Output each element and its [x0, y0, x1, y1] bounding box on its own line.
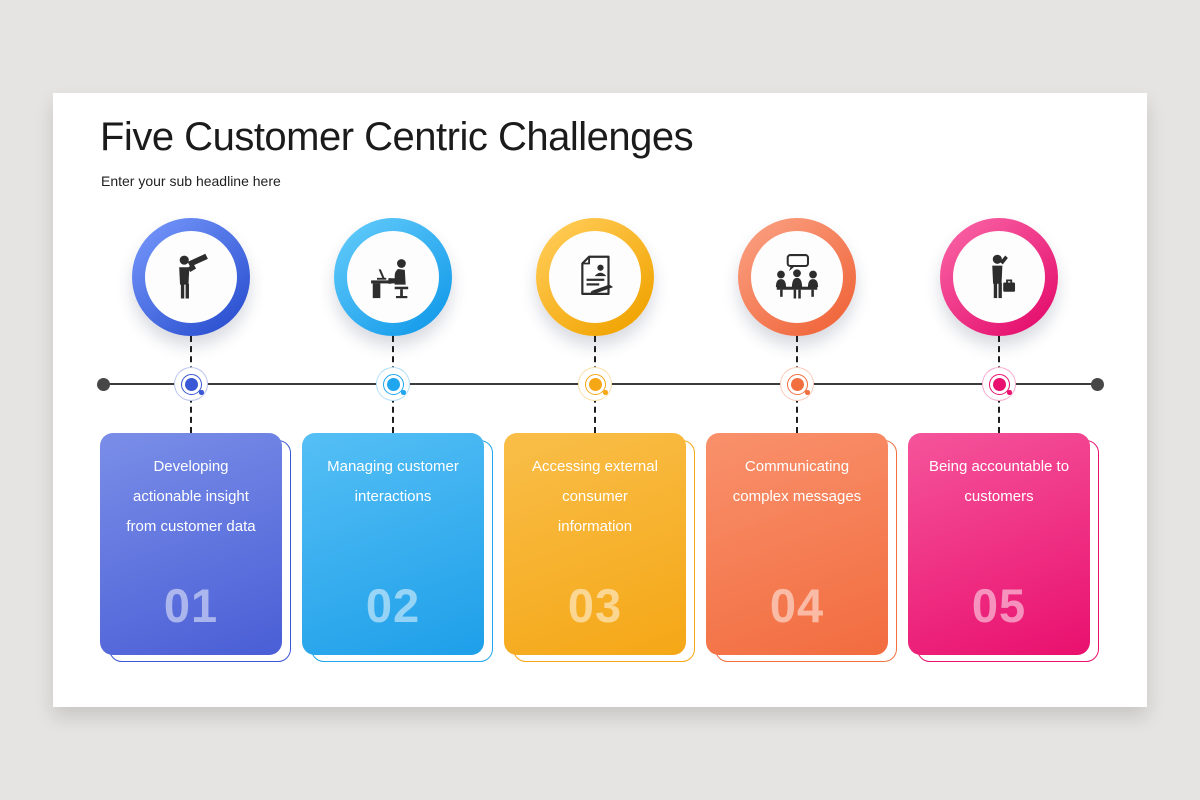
- slide: Five Customer Centric Challenges Enter y…: [53, 93, 1147, 707]
- step-column-5: Being accountable to customers 05: [908, 93, 1099, 707]
- card-number: 02: [365, 579, 421, 632]
- card-number: 03: [567, 579, 623, 632]
- card-label: Developing actionable insight from custo…: [126, 458, 256, 535]
- timeline-endpoint-right: [1090, 377, 1104, 391]
- step-column-1: Developing actionable insight from custo…: [100, 93, 291, 707]
- step-circle: [334, 218, 452, 336]
- step-circle: [132, 218, 250, 336]
- timeline-endpoint-left: [96, 377, 110, 391]
- challenge-card: Developing actionable insight from custo…: [100, 433, 282, 655]
- step-circle: [738, 218, 856, 336]
- person-at-desk-icon: [371, 259, 409, 299]
- page-subtitle: Enter your sub headline here: [101, 173, 281, 189]
- challenge-card: Being accountable to customers 05: [908, 433, 1090, 655]
- step-column-2: Managing customer interactions 02: [302, 93, 493, 707]
- card-label: Accessing external consumer information: [532, 458, 658, 535]
- step-circle: [940, 218, 1058, 336]
- challenge-card: Managing customer interactions 02: [302, 433, 484, 655]
- card-label: Managing customer interactions: [327, 458, 459, 505]
- meeting-discussion-icon: [775, 254, 819, 299]
- document-pen-icon: [581, 255, 614, 295]
- card-number: 01: [163, 579, 219, 632]
- businessman-briefcase-icon: [992, 254, 1016, 299]
- card-label: Being accountable to customers: [928, 458, 1070, 505]
- card-label: Communicating complex messages: [732, 458, 862, 505]
- page-title: Five Customer Centric Challenges: [100, 115, 694, 159]
- person-telescope-icon: [179, 253, 208, 299]
- step-circle: [536, 218, 654, 336]
- challenge-card: Communicating complex messages 04: [706, 433, 888, 655]
- step-column-3: Accessing external consumer information …: [504, 93, 695, 707]
- card-number: 05: [971, 579, 1027, 632]
- challenge-card: Accessing external consumer information …: [504, 433, 686, 655]
- card-number: 04: [769, 579, 825, 632]
- step-column-4: Communicating complex messages 04: [706, 93, 897, 707]
